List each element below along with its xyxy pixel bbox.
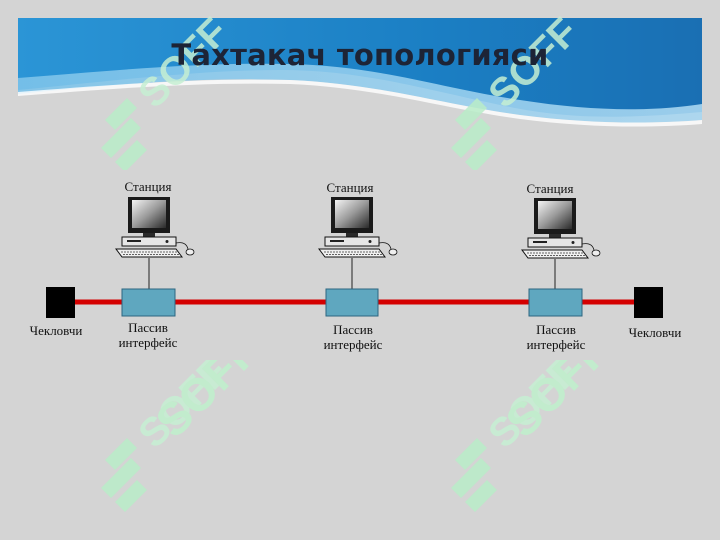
passive-interface-box [528,288,583,317]
interface-label-2: Пассив интерфейс [308,322,398,352]
interface-label-line1: Пассив [128,320,168,335]
interface-label-1: Пассив интерфейс [103,320,193,350]
interface-label-line2: интерфейс [118,335,178,350]
station-label-3: Станция [526,181,574,196]
terminator-label-left: Чекловчи [29,323,83,338]
interface-label-line1: Пассив [333,322,373,337]
interface-label-line2: интерфейс [526,337,586,352]
station-label-1: Станция [124,179,172,194]
passive-interface-box [325,288,379,317]
station-label-2: Станция [326,180,374,195]
terminator-right [634,287,663,318]
passive-interface-box [121,288,176,317]
station-1 [115,196,195,317]
terminator-left [46,287,75,318]
terminator-label-right: Чекловчи [628,325,682,340]
station-3 [521,197,601,317]
interface-label-3: Пассив интерфейс [511,322,601,352]
interface-label-line2: интерфейс [323,337,383,352]
station-2 [318,196,398,317]
slide-title: Тахтакач топологияси [171,38,549,72]
interface-label-line1: Пассив [536,322,576,337]
